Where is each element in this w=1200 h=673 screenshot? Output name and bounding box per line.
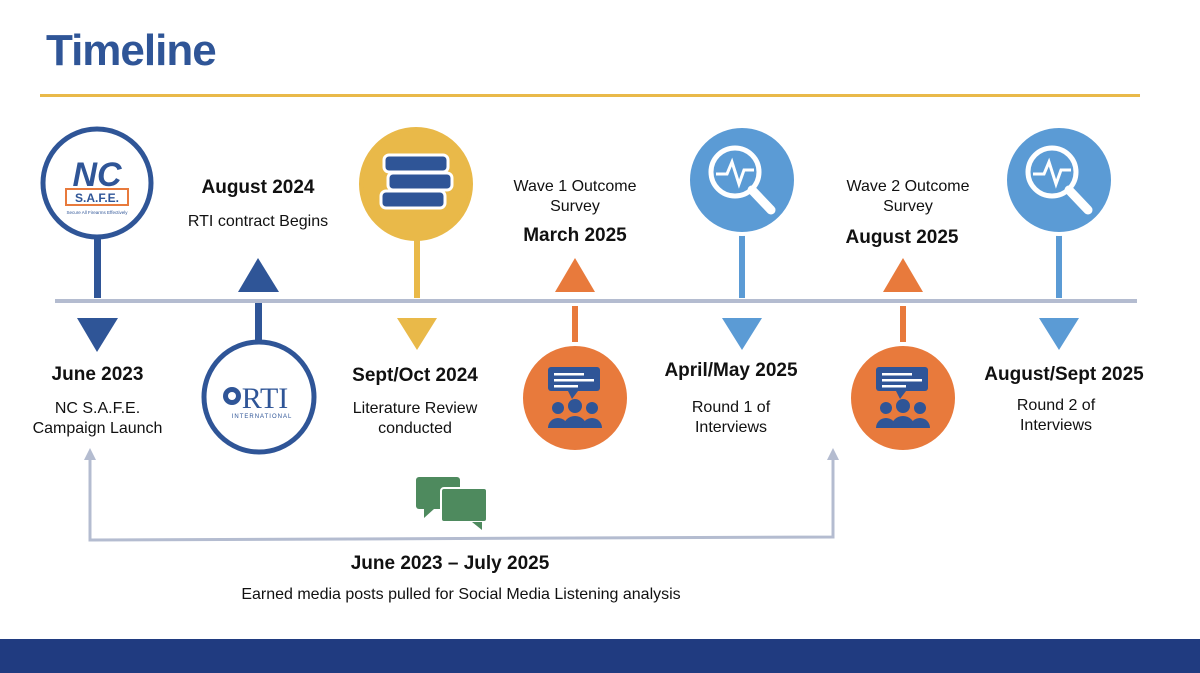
- magnifier-pulse-icon: [1025, 145, 1093, 215]
- milestone-date-april-may-2025: April/May 2025: [664, 360, 798, 381]
- milestone-june-2023-marker: NC S.A.F.E. Secure All Firearms Effectiv…: [40, 126, 154, 352]
- milestone-desc-march-2025: Wave 1 Outcome Survey: [513, 178, 637, 215]
- media-span-bracket: [88, 458, 835, 542]
- milestone-date-august-2024: August 2024: [201, 177, 315, 198]
- milestone-date-sept-oct-2024: Sept/Oct 2024: [352, 365, 478, 386]
- up-arrow-icon: [827, 448, 839, 460]
- nc-safe-logo: NC S.A.F.E. Secure All Firearms Effectiv…: [65, 156, 129, 215]
- milestone-date-march-2025: March 2025: [523, 225, 627, 246]
- milestone-desc-april-may-2025: Round 1 of Interviews: [691, 399, 771, 436]
- down-arrow-icon: [397, 318, 437, 350]
- down-arrow-icon: [77, 318, 118, 352]
- svg-text:RTI: RTI: [242, 382, 289, 415]
- svg-text:NC: NC: [72, 156, 122, 194]
- milestone-date-august-2025: August 2025: [845, 227, 959, 248]
- milestone-desc-sept-oct-2024: Literature Review conducted: [352, 400, 478, 437]
- rti-international-logo: RTI INTERNATIONAL: [223, 382, 293, 420]
- milestone-desc-june-2023: NC S.A.F.E. Campaign Launch: [32, 400, 163, 437]
- milestone-april-may-2025-marker: [686, 124, 798, 350]
- svg-text:S.A.F.E.: S.A.F.E.: [75, 191, 119, 205]
- down-arrow-icon: [722, 318, 762, 350]
- page-title: Timeline: [46, 26, 217, 75]
- milestone-date-august-sept-2025: August/Sept 2025: [984, 364, 1144, 385]
- title-underline: [40, 94, 1140, 97]
- down-arrow-icon: [1039, 318, 1079, 350]
- survey-group-icon: [876, 367, 930, 428]
- milestone-desc-august-sept-2025: Round 2 of Interviews: [1016, 397, 1096, 434]
- up-arrow-icon: [238, 258, 279, 292]
- up-arrow-icon: [84, 448, 96, 460]
- media-span-date: June 2023 – July 2025: [350, 553, 550, 574]
- svg-text:INTERNATIONAL: INTERNATIONAL: [232, 414, 293, 420]
- milestone-desc-august-2025: Wave 2 Outcome Survey: [846, 178, 970, 215]
- chat-bubbles-icon: [416, 477, 488, 530]
- magnifier-pulse-icon: [708, 145, 776, 215]
- timeline-axis: [55, 299, 1137, 303]
- footer-bar: [0, 639, 1200, 673]
- survey-group-icon: [548, 367, 602, 428]
- media-span-desc: Earned media posts pulled for Social Med…: [241, 586, 681, 603]
- milestone-august-sept-2025-marker: [1003, 124, 1115, 350]
- books-icon: [379, 153, 454, 210]
- milestone-march-2025-marker: [519, 258, 631, 454]
- milestone-august-2025-marker: [847, 258, 959, 454]
- svg-text:Secure All Firearms Effectivel: Secure All Firearms Effectively: [67, 210, 129, 215]
- milestone-date-june-2023: June 2023: [51, 364, 144, 385]
- up-arrow-icon: [555, 258, 595, 292]
- milestone-sept-oct-2024-marker: [359, 127, 473, 350]
- milestone-desc-august-2024: RTI contract Begins: [187, 213, 329, 230]
- up-arrow-icon: [883, 258, 923, 292]
- milestone-august-2024-marker: RTI INTERNATIONAL: [201, 258, 317, 455]
